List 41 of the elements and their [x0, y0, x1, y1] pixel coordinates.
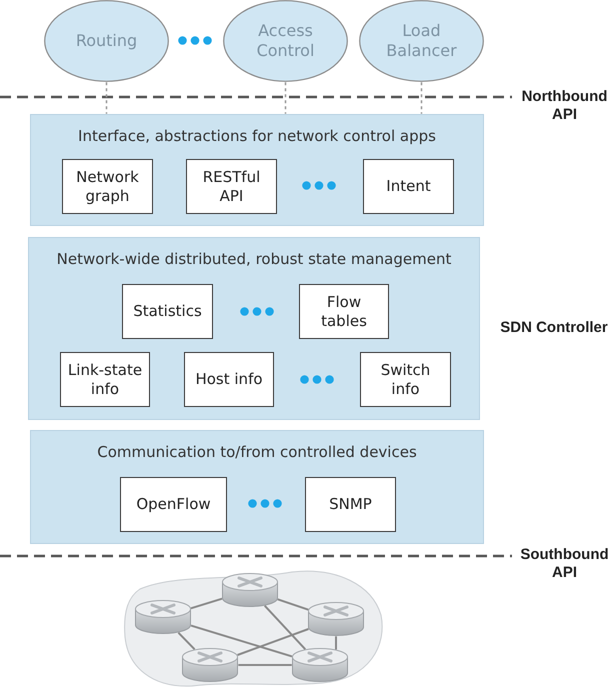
module-box: Switch info [360, 352, 451, 407]
side-label: SDN Controller [499, 319, 609, 337]
layer-panel [28, 237, 480, 420]
link-line [178, 632, 196, 650]
link-line [190, 598, 222, 610]
module-box: Link-state info [60, 352, 150, 407]
module-box: Intent [363, 159, 454, 214]
layer-title: Interface, abstractions for network control apps [78, 127, 436, 146]
router-icon [308, 602, 364, 636]
module-box: Host info [184, 352, 274, 407]
dotted-line [420, 82, 422, 114]
module-box: SNMP [305, 477, 396, 532]
router-icon [222, 573, 278, 607]
app-name: Access Control [256, 21, 316, 61]
side-label: Northbound API [520, 88, 608, 124]
layer-panel [30, 114, 484, 226]
router-icon [182, 648, 238, 682]
app-ellipse [223, 0, 348, 82]
module-box: Flow tables [299, 284, 389, 339]
module-box: Statistics [122, 284, 213, 339]
module-box: Network graph [62, 159, 153, 214]
router-icon [135, 600, 191, 634]
app-ellipse [359, 0, 484, 82]
layer-panel [30, 430, 484, 544]
app-name: Routing [76, 31, 138, 51]
router-icon [292, 648, 348, 682]
module-box: OpenFlow [120, 477, 227, 532]
app-ellipse [44, 0, 169, 82]
link-line [237, 628, 309, 656]
side-label: Southbound API [519, 546, 610, 582]
link-line [264, 605, 306, 650]
dotted-line [106, 82, 108, 114]
link-line [277, 598, 309, 611]
link-line [238, 664, 292, 666]
dotted-line [284, 82, 286, 114]
app-name: Load Balancer [385, 21, 458, 61]
layer-title: Communication to/from controlled devices [97, 443, 417, 462]
link-line [335, 636, 337, 650]
module-box: RESTful API [186, 159, 277, 214]
layer-title: Network-wide distributed, robust state management [56, 250, 452, 269]
link-line [190, 624, 292, 658]
